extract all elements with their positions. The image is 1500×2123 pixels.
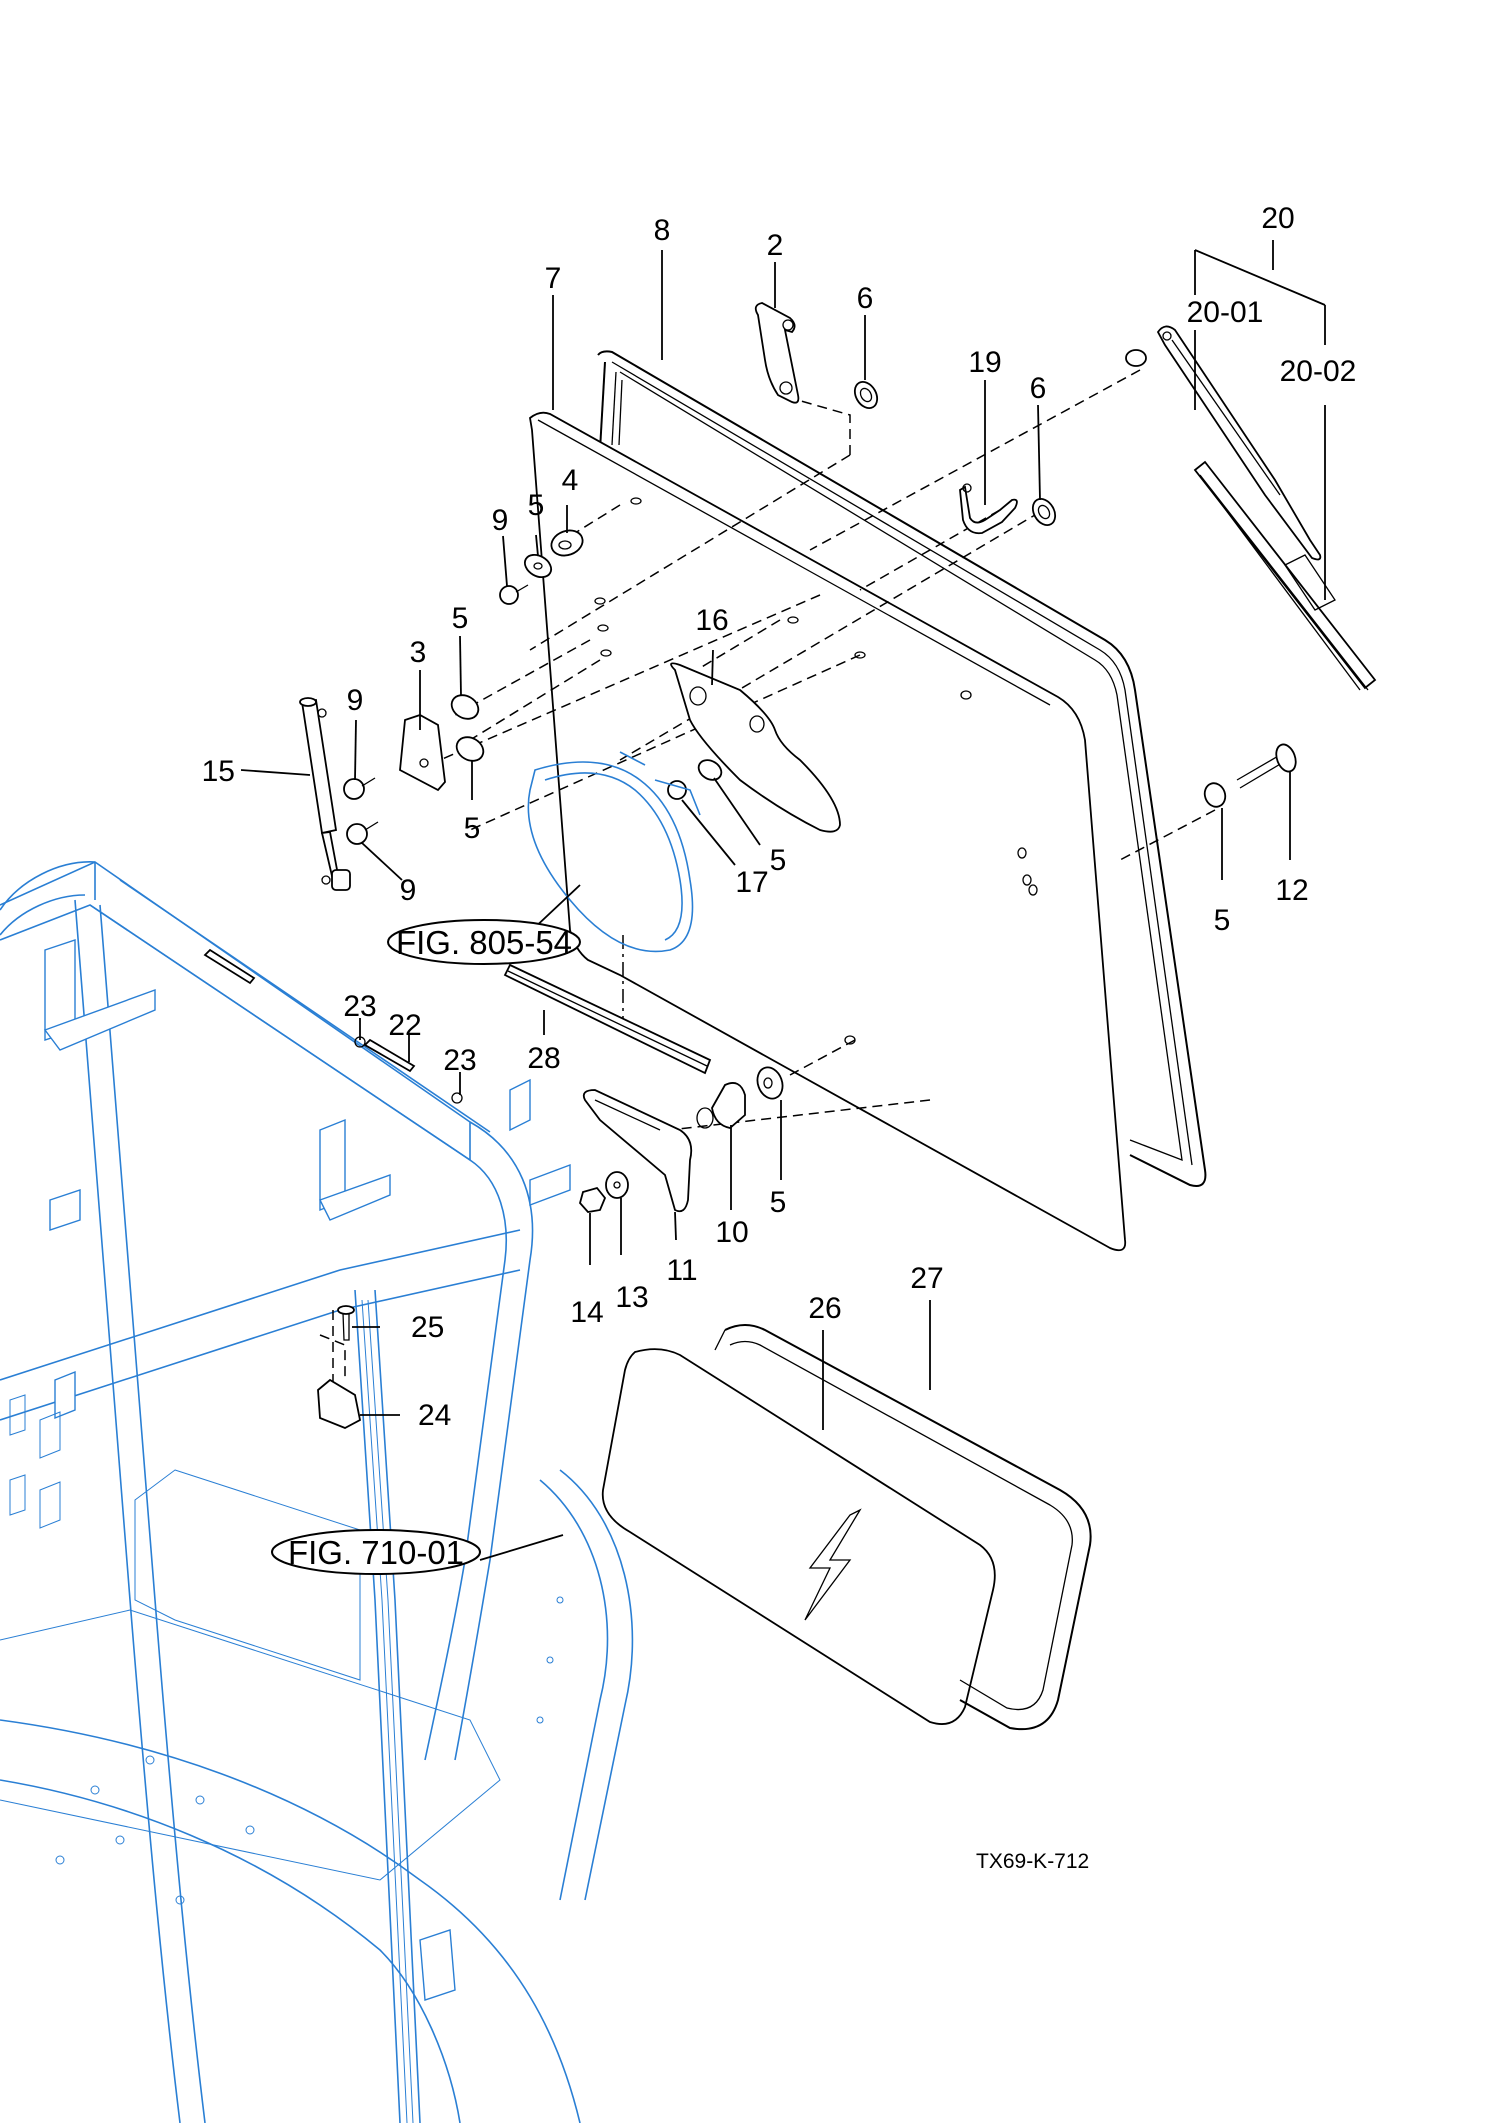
drawing-code: TX69-K-712 (976, 1850, 1089, 1873)
callout-6-upper: 6 (857, 282, 874, 315)
callout-23-right: 23 (443, 1044, 476, 1077)
callout-10: 10 (715, 1216, 748, 1249)
reference-710-leader (479, 1534, 564, 1561)
part-5-washer-bracket-bottom (455, 736, 485, 762)
callout-8: 8 (654, 214, 671, 247)
part-26-side-glass (601, 1348, 996, 1725)
part-22-pin (363, 1038, 416, 1073)
callout-11: 11 (666, 1254, 697, 1287)
part-14-nut (579, 1186, 607, 1213)
callout-16: 16 (695, 604, 728, 637)
part-22-pin-secondary (203, 948, 256, 985)
part-16-gasket (670, 662, 841, 833)
callout-20-02: 20-02 (1280, 355, 1357, 388)
callout-5-gasket: 5 (770, 844, 787, 877)
part-5-washer-bracket-top (450, 694, 480, 720)
part-10-striker (696, 1082, 746, 1129)
part-9-bolt-lower (346, 821, 379, 845)
leader-lines (240, 240, 1326, 1430)
figure-reference-710-01[interactable]: FIG. 710-01 (271, 1529, 481, 1575)
part-5-washer-16 (697, 759, 723, 781)
callout-23-left: 23 (343, 990, 376, 1023)
cab-frame (0, 861, 634, 2123)
part-5-washer-upper (523, 553, 553, 579)
callout-9-lower: 9 (400, 874, 417, 907)
callout-6-lower: 6 (1030, 372, 1047, 405)
part-20-wiper-assembly (1125, 325, 1377, 691)
callout-5-striker: 5 (770, 1186, 787, 1219)
part-19-washer-nozzle (959, 483, 1018, 535)
callout-5-bracket-bottom: 5 (464, 812, 481, 845)
part-13-washer (605, 1171, 629, 1199)
part-11-latch-handle (582, 1089, 693, 1213)
part-3-bracket (399, 714, 446, 792)
part-12-bolt (1236, 743, 1297, 789)
callout-5-right: 5 (1214, 904, 1231, 937)
figure-reference-710-01-label: FIG. 710-01 (288, 1534, 464, 1571)
callout-26: 26 (808, 1292, 841, 1325)
callout-24: 24 (418, 1399, 451, 1432)
figure-reference-805-54-label: FIG. 805-54 (396, 924, 572, 961)
callout-5-upper: 5 (528, 489, 545, 522)
part-15-gas-strut (299, 697, 351, 891)
part-27-side-seal (714, 1324, 1092, 1731)
callout-27: 27 (910, 1262, 943, 1295)
callout-9-upper: 9 (492, 504, 509, 537)
callout-14: 14 (570, 1296, 603, 1329)
callout-2: 2 (767, 229, 784, 262)
callout-25: 25 (411, 1311, 444, 1344)
part-5-washer-12 (1203, 782, 1227, 808)
callout-labels: 8 7 2 6 19 6 20 20-01 20-02 4 5 9 5 3 9 … (202, 202, 1357, 1432)
part-5-washer-10 (756, 1066, 784, 1100)
part-6-grommet-upper (853, 380, 879, 410)
part-24-block (317, 1378, 362, 1429)
callout-3: 3 (410, 636, 427, 669)
callout-9-middle: 9 (347, 684, 364, 717)
part-25-screw (337, 1305, 355, 1341)
part-23-clip-right (451, 1092, 463, 1104)
callout-12: 12 (1275, 874, 1308, 907)
callout-19: 19 (968, 346, 1001, 379)
part-8-seal (597, 350, 1207, 1187)
callout-20-01: 20-01 (1187, 296, 1264, 329)
callout-22: 22 (388, 1009, 421, 1042)
callout-17: 17 (735, 866, 768, 899)
callout-15: 15 (202, 755, 235, 788)
callout-7: 7 (545, 262, 562, 295)
figure-reference-805-54[interactable]: FIG. 805-54 (387, 919, 581, 965)
callout-28: 28 (527, 1042, 560, 1075)
part-6-grommet-lower (1031, 497, 1057, 527)
callout-13: 13 (615, 1281, 648, 1314)
brake-light-reference (527, 751, 701, 953)
part-2-hinge (754, 302, 800, 404)
callout-5-bracket-top: 5 (452, 602, 469, 635)
part-28-weather-strip (503, 963, 712, 1075)
callout-4: 4 (562, 464, 579, 497)
part-9-bolt-middle (343, 777, 376, 800)
part-9-bolt-upper (499, 584, 529, 605)
part-4-grommet (550, 529, 584, 557)
callout-20: 20 (1261, 202, 1294, 235)
